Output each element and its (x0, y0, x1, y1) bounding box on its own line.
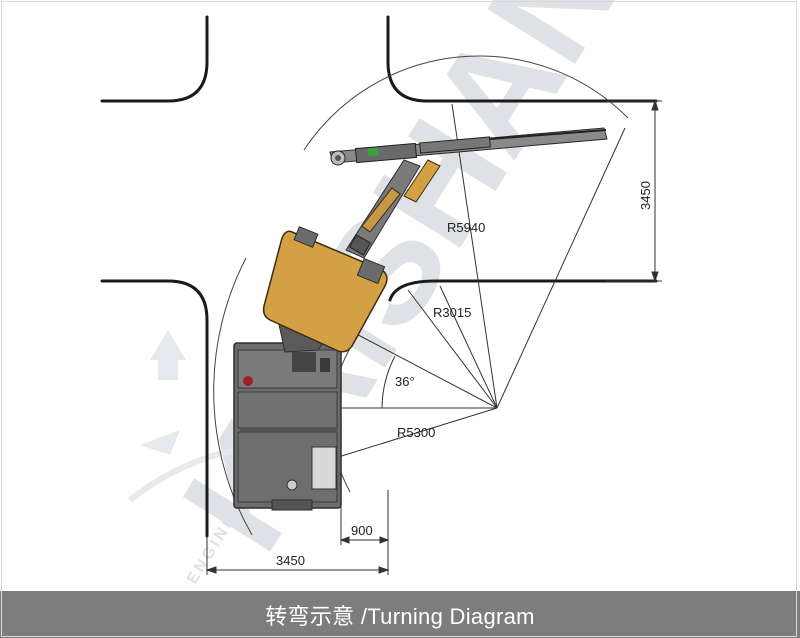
watermark-logo (140, 330, 186, 455)
label-offset: 900 (351, 523, 373, 538)
road-top-left-corner (100, 15, 209, 103)
label-inner-radius: R3015 (433, 305, 471, 320)
machine-front-body (262, 226, 388, 353)
label-outer-radius: R5940 (447, 220, 485, 235)
red-indicator (243, 376, 253, 386)
dimension-bottom (205, 490, 390, 575)
radius-line-inner (407, 289, 498, 409)
outer-radius-arc (303, 55, 629, 151)
radius-line-right (496, 127, 626, 409)
road-outline (100, 15, 658, 538)
road-bottom-right-corner (388, 279, 658, 302)
machine-boom (345, 159, 441, 259)
machine-drill-feed (329, 127, 608, 166)
radius-line-lower (439, 285, 498, 409)
road-top-right-corner (386, 15, 658, 103)
label-side-width: 3450 (638, 181, 653, 210)
diagram-caption: 转弯示意 /Turning Diagram (265, 603, 535, 629)
radius-line-r5300 (334, 407, 498, 459)
angle-arc (381, 355, 396, 409)
radius-line-outer (451, 103, 498, 409)
radius-line-36 (344, 327, 498, 409)
radius-lines (334, 103, 626, 459)
turning-diagram: KAISHAN ENGINEERING EQUIPMENT (100, 0, 662, 587)
dimension-right (606, 99, 662, 283)
label-middle-radius: R5300 (397, 425, 435, 440)
caption-bar: 转弯示意 /Turning Diagram (0, 591, 800, 638)
machine-chassis (233, 342, 342, 511)
road-bottom-left-corner (100, 279, 209, 538)
label-angle: 36° (395, 374, 415, 389)
label-bottom-width: 3450 (276, 553, 305, 568)
